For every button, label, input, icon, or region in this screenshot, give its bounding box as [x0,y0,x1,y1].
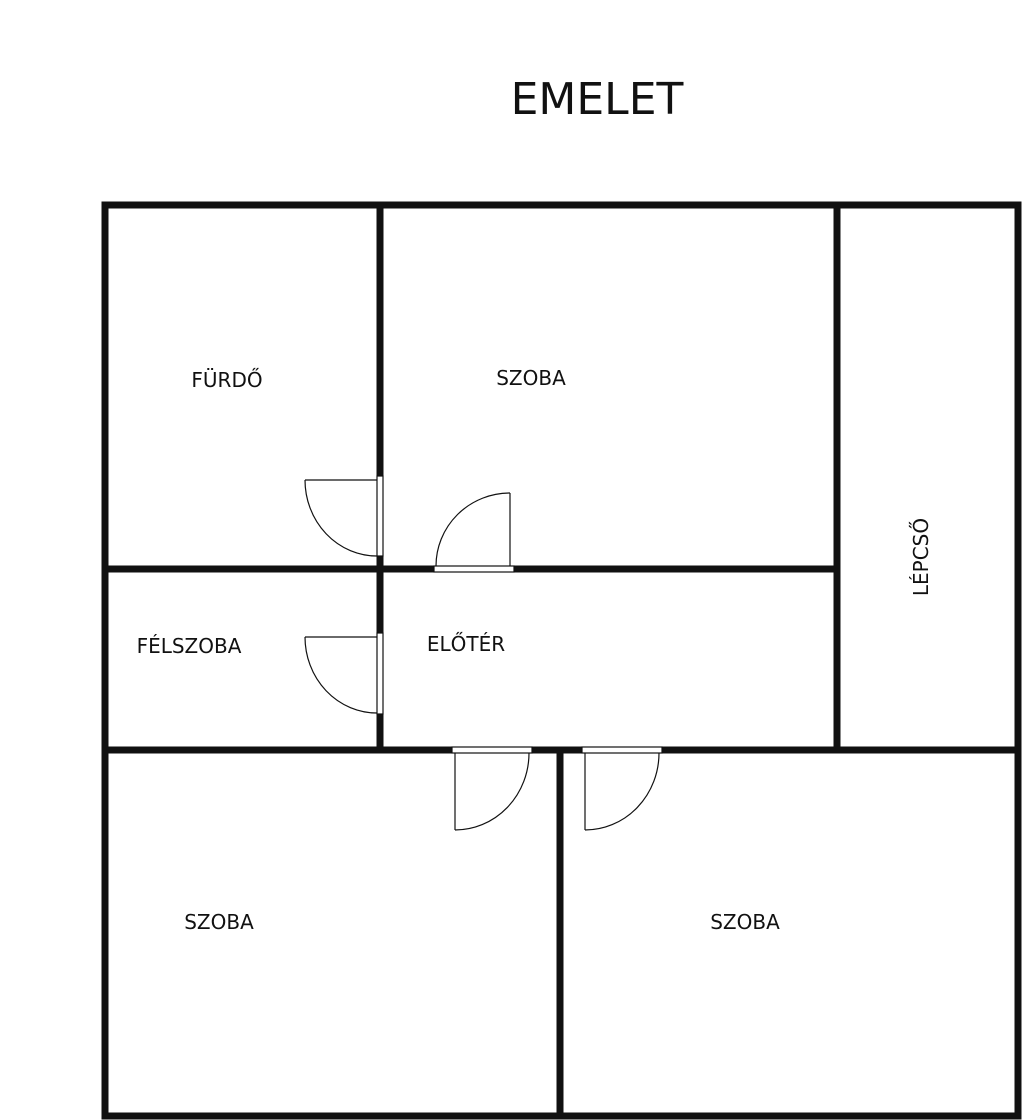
floor-title: EMELET [511,74,684,125]
door-furdo [304,475,384,557]
doors [304,475,663,831]
walls [101,201,1022,1120]
door-szoba-bottom-right [581,746,663,831]
room-label-lepcso: LÉPCSŐ [909,518,933,596]
room-label-furdo: FÜRDŐ [191,368,262,392]
door-felszoba [304,632,384,715]
room-label-szoba-top: SZOBA [496,366,566,390]
room-label-eloter: ELŐTÉR [427,632,505,656]
door-szoba-bottom-left [451,746,533,831]
room-label-felszoba: FÉLSZOBA [137,634,242,658]
room-label-szoba-bottom-right: SZOBA [710,910,780,934]
room-labels: FÜRDŐ SZOBA LÉPCSŐ FÉLSZOBA ELŐTÉR SZOBA… [137,366,933,934]
door-szoba-top [433,492,515,573]
room-label-szoba-bottom-left: SZOBA [184,910,254,934]
